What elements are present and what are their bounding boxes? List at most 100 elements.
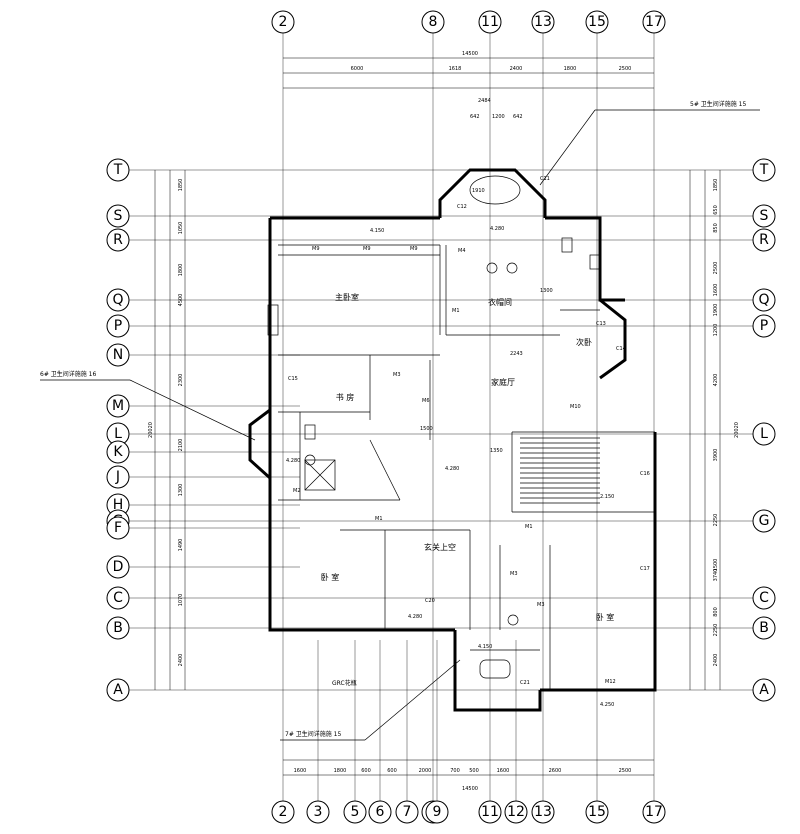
- axis-bubble-left-J-label: J: [115, 469, 120, 485]
- axis-bubble-left-F-label: F: [114, 520, 122, 536]
- axis-bubble-right-T: T: [752, 158, 776, 182]
- axis-bubble-left-R: R: [106, 228, 130, 252]
- door-tag: M12: [605, 679, 616, 685]
- grc-callout: GRC花瓶: [332, 679, 357, 687]
- axis-bubble-top-15: 15: [585, 10, 609, 34]
- axis-bubble-top-11-label: 11: [481, 14, 499, 30]
- right-chain-dim: 2400: [713, 654, 719, 667]
- right-chain-dim: 1850: [713, 179, 719, 192]
- axis-bubble-top-8: 8: [421, 10, 445, 34]
- axis-bubble-left-Q: Q: [106, 288, 130, 312]
- window-tag: C14: [616, 346, 626, 352]
- bay-top-dim: 642: [513, 114, 523, 120]
- left-chain-dim: 4500: [178, 294, 184, 307]
- axis-bubble-left-T-label: T: [113, 162, 123, 178]
- axis-bubble-bottom-11-label: 11: [481, 804, 499, 820]
- door-tag: M9: [312, 246, 320, 252]
- door-tag: M4: [458, 248, 466, 254]
- bottom-dim-5: 2000: [419, 768, 432, 774]
- axis-bubble-top-8-label: 8: [429, 14, 438, 30]
- window-tag: C12: [457, 204, 467, 210]
- door-tag: M6: [422, 398, 430, 404]
- axis-grid-bubbles: 223567889111112131315151717TTSSRRQQPPNML…: [106, 10, 776, 824]
- master-bedroom-label: 主卧室: [335, 292, 359, 302]
- window-tag: C17: [640, 566, 650, 572]
- right-chain-dim: 2500: [713, 262, 719, 275]
- window-tags: C12 C11 C13 C14 C15 C16 C17 C20 C21: [288, 176, 650, 686]
- right-chain-dim: 650: [713, 205, 719, 215]
- right-chain-dim: 3740: [713, 569, 719, 582]
- right-chain-dim: 1200: [713, 324, 719, 337]
- fixtures: [267, 175, 601, 679]
- elev-mark: 4.280: [445, 466, 459, 472]
- elev-mark: 4.150: [370, 228, 384, 234]
- bottom-dim-10: 2500: [619, 768, 632, 774]
- door-tag: M10: [570, 404, 581, 410]
- axis-bubble-bottom-15: 15: [585, 800, 609, 824]
- axis-bubble-left-P: P: [106, 314, 130, 338]
- bath-5-callout: 5# 卫生间详施施 15: [690, 100, 746, 108]
- foyer-void-label: 玄关上空: [424, 542, 456, 552]
- axis-bubble-bottom-17: 17: [642, 800, 666, 824]
- axis-bubble-left-A-label: A: [113, 682, 123, 698]
- axis-bubble-left-L-label: L: [114, 426, 122, 442]
- door-tag: M3: [393, 372, 401, 378]
- axis-bubble-left-S-label: S: [114, 208, 123, 224]
- door-tag: M2: [293, 488, 301, 494]
- left-chain-dim: 1850: [178, 179, 184, 192]
- axis-bubble-left-D: D: [106, 555, 130, 579]
- dim-label: 1350: [490, 448, 503, 454]
- window-tag: C20: [425, 598, 435, 604]
- axis-bubble-bottom-5-label: 5: [351, 804, 360, 820]
- axis-bubble-bottom-9: 9: [425, 800, 449, 824]
- door-tag: M9: [410, 246, 418, 252]
- axis-bubble-right-G: G: [752, 509, 776, 533]
- top-overall-dim: 14500: [462, 51, 478, 57]
- left-dimension-lines: 20020: [148, 170, 186, 690]
- right-chain-dim: 4200: [713, 374, 719, 387]
- axis-bubble-left-R-label: R: [113, 232, 123, 248]
- right-chain-dim: 850: [713, 223, 719, 233]
- axis-bubble-left-N: N: [106, 343, 130, 367]
- axis-bubble-bottom-12-label: 12: [507, 804, 525, 820]
- callouts: 5# 卫生间详施施 15 6# 卫生间详施施 16 7# 卫生间详施施 15 G…: [40, 100, 760, 741]
- axis-bubble-left-B: B: [106, 616, 130, 640]
- door-tags: M9 M9 M9 M1 M3 M6 M2 M1 M1 M3 M3 M12 M4 …: [293, 246, 616, 685]
- axis-bubble-left-S: S: [106, 204, 130, 228]
- axis-bubble-bottom-3: 3: [306, 800, 330, 824]
- axis-bubble-left-J: J: [106, 465, 130, 489]
- right-chain-dim: 2250: [713, 624, 719, 637]
- top-dim-4: 1800: [564, 66, 577, 72]
- dim-label: 1500: [420, 426, 433, 432]
- bottom-dim-3: 600: [361, 768, 371, 774]
- axis-bubble-bottom-13: 13: [531, 800, 555, 824]
- axis-bubble-bottom-12: 12: [504, 800, 528, 824]
- axis-bubble-bottom-15-label: 15: [588, 804, 606, 820]
- top-dim-5: 2500: [619, 66, 632, 72]
- left-chain-dim: 1800: [178, 264, 184, 277]
- elev-mark: 4.280: [286, 458, 300, 464]
- bottom-dim-9: 2600: [549, 768, 562, 774]
- right-chain-dim: 3900: [713, 449, 719, 462]
- door-tag: M3: [537, 602, 545, 608]
- axis-bubble-bottom-5: 5: [343, 800, 367, 824]
- axis-bubble-bottom-7-label: 7: [403, 804, 412, 820]
- axis-bubble-top-15-label: 15: [588, 14, 606, 30]
- axis-bubble-bottom-6-label: 6: [376, 804, 385, 820]
- axis-bubble-right-Q: Q: [752, 288, 776, 312]
- axis-bubble-right-C: C: [752, 586, 776, 610]
- axis-bubble-bottom-7: 7: [395, 800, 419, 824]
- axis-bubble-left-H-label: H: [113, 497, 124, 513]
- axis-bubble-right-T-label: T: [759, 162, 769, 178]
- door-tag: M1: [525, 524, 533, 530]
- right-chain-dim: 1500: [713, 559, 719, 572]
- axis-bubble-left-P-label: P: [114, 318, 122, 334]
- axis-bubble-right-A: A: [752, 678, 776, 702]
- right-dimension-chain: 1850650850250016001900120042003900225015…: [713, 179, 719, 667]
- right-chain-dim: 800: [713, 607, 719, 617]
- left-chain-dim: 1490: [178, 539, 184, 552]
- bottom-dim-4: 600: [387, 768, 397, 774]
- axis-bubble-right-A-label: A: [759, 682, 769, 698]
- sub-room-label: 次卧: [576, 337, 592, 347]
